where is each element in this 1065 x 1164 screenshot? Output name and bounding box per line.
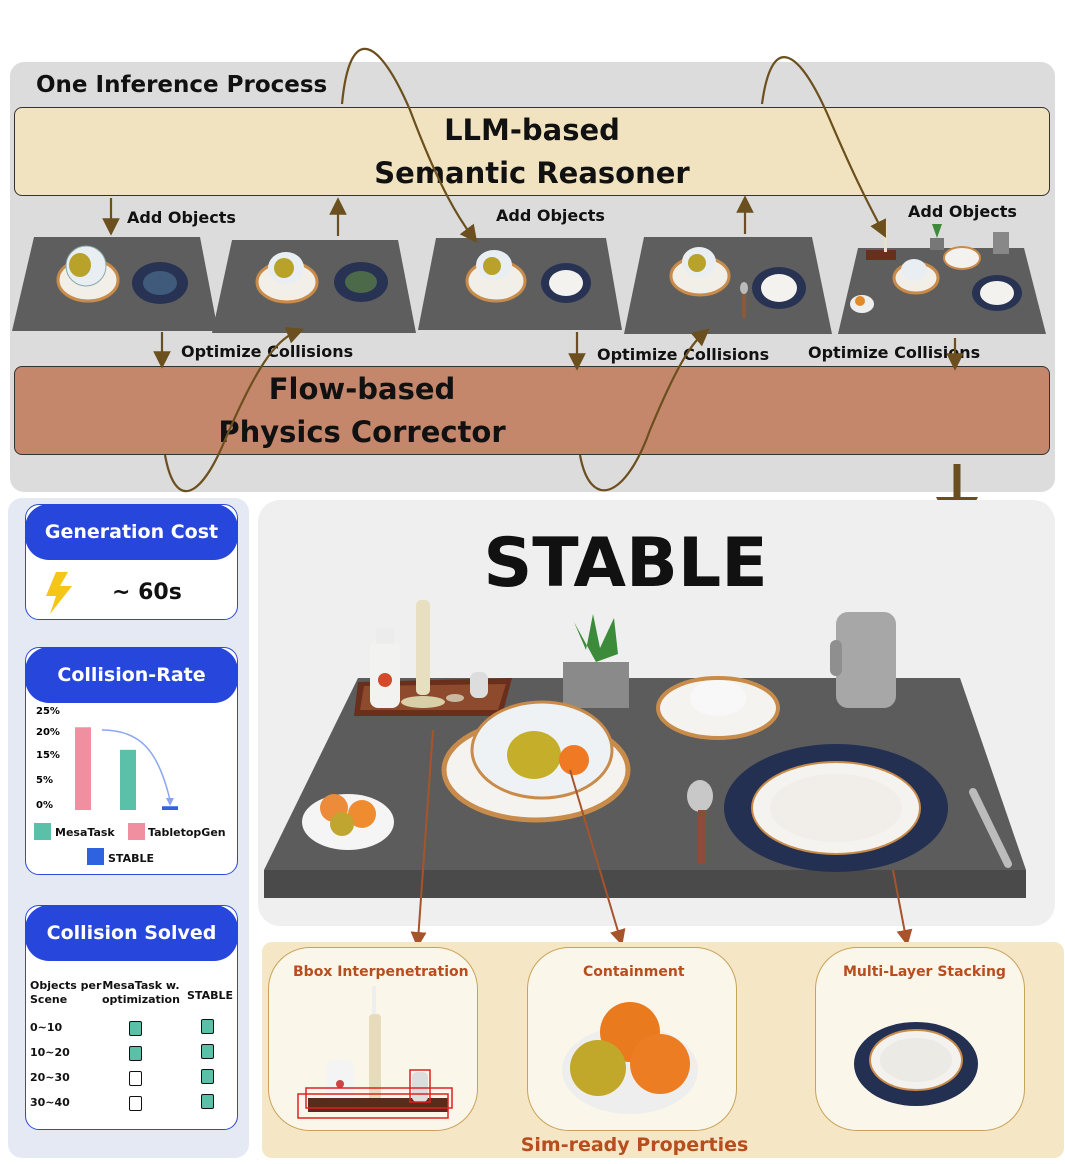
scene-thumbnail-2 [212, 240, 416, 333]
scene-thumbnails [12, 222, 1046, 334]
collision-rate-chart: 25% 20% 15% 5% 0% [36, 706, 178, 811]
generation-cost-value: ~ 60s [112, 580, 182, 605]
y-tick-label: 0% [36, 800, 53, 811]
y-tick-label: 20% [36, 727, 60, 738]
property-title-containment: Containment [583, 964, 685, 980]
mesatask-solved-box [129, 1096, 142, 1111]
mesatask-solved-box [129, 1046, 142, 1061]
legend-swatch-mesatask [34, 823, 51, 840]
legend-label-mesatask: MesaTask [55, 826, 115, 839]
mesatask-solved-box [129, 1071, 142, 1086]
cs-row-range-4: 30~40 [30, 1096, 70, 1109]
bar-tabletopgen [120, 749, 136, 810]
physics-corrector-box: Flow-based Physics Corrector [14, 366, 1050, 455]
llm-title-line1: LLM-based [444, 112, 620, 147]
cs-row-range-2: 10~20 [30, 1046, 70, 1059]
y-tick-label: 25% [36, 706, 60, 717]
property-title-stacking: Multi-Layer Stacking [843, 964, 1006, 980]
optimize-collisions-label-1: Optimize Collisions [181, 342, 354, 361]
stable-solved-box [201, 1069, 214, 1084]
collision-rate-title: Collision-Rate [25, 647, 238, 703]
cs-row-range-3: 20~30 [30, 1071, 70, 1084]
add-objects-label-2: Add Objects [496, 206, 605, 225]
inference-title: One Inference Process [36, 72, 328, 98]
cs-header-objects-line1: Objects per [30, 979, 102, 992]
sim-ready-properties-title: Sim-ready Properties [520, 1134, 749, 1156]
mesatask-solved-box [129, 1021, 142, 1036]
decrease-arrow-head [166, 798, 174, 806]
y-tick-label: 5% [36, 775, 53, 786]
stable-solved-box [201, 1044, 214, 1059]
collision-solved-title: Collision Solved [25, 905, 238, 961]
flow-curve-2 [760, 56, 886, 238]
add-objects-label-1: Add Objects [127, 208, 236, 227]
bar-mesatask [75, 727, 91, 810]
physics-title-line1: Flow-based [268, 371, 456, 406]
cs-header-mesatask-line1: MesaTask w. [102, 979, 180, 992]
stable-scene [264, 600, 1026, 898]
llm-title-line2: Semantic Reasoner [374, 155, 690, 190]
cs-row-range-1: 0~10 [30, 1021, 63, 1034]
scene-thumbnail-4 [624, 237, 832, 334]
optimize-collisions-label-2: Optimize Collisions [597, 345, 770, 364]
flow-curve-3 [163, 326, 305, 493]
stable-title: STABLE [483, 524, 768, 603]
generation-cost-card: Generation Cost [25, 504, 238, 620]
legend-swatch-stable [87, 848, 104, 865]
generation-cost-title: Generation Cost [25, 504, 238, 560]
cs-header-mesatask-line2: optimization [102, 993, 180, 1006]
stable-solved-box [201, 1019, 214, 1034]
add-objects-label-3: Add Objects [908, 202, 1017, 221]
legend-label-stable: STABLE [108, 852, 154, 865]
property-illustrations [297, 986, 978, 1119]
llm-reasoner-box: LLM-based Semantic Reasoner [14, 107, 1050, 196]
optimize-collisions-label-3: Optimize Collisions [808, 343, 981, 362]
flow-curve-1 [340, 47, 478, 244]
cs-header-stable: STABLE [187, 989, 233, 1002]
cs-header-objects-line2: Scene [30, 993, 68, 1006]
decrease-arrow [101, 729, 171, 801]
bar-stable [162, 806, 178, 810]
scene-thumbnail-1 [12, 237, 218, 331]
scene-thumbnail-5 [838, 222, 1046, 334]
stable-solved-box [201, 1094, 214, 1109]
physics-title-line2: Physics Corrector [218, 414, 506, 449]
flow-curve-4 [578, 328, 710, 492]
scene-thumbnail-3 [418, 238, 622, 330]
lightning-icon [46, 572, 72, 614]
y-tick-label: 15% [36, 750, 60, 761]
cs-header-mesatask: MesaTask w. optimization [102, 979, 180, 1007]
cs-header-objects: Objects per Scene [30, 979, 101, 1007]
legend-label-tabletopgen: TabletopGen [148, 826, 226, 839]
legend-swatch-tabletopgen [128, 823, 145, 840]
collision-solved-card: Collision Solved [25, 905, 238, 1130]
property-title-bbox: Bbox Interpenetration [293, 964, 469, 980]
